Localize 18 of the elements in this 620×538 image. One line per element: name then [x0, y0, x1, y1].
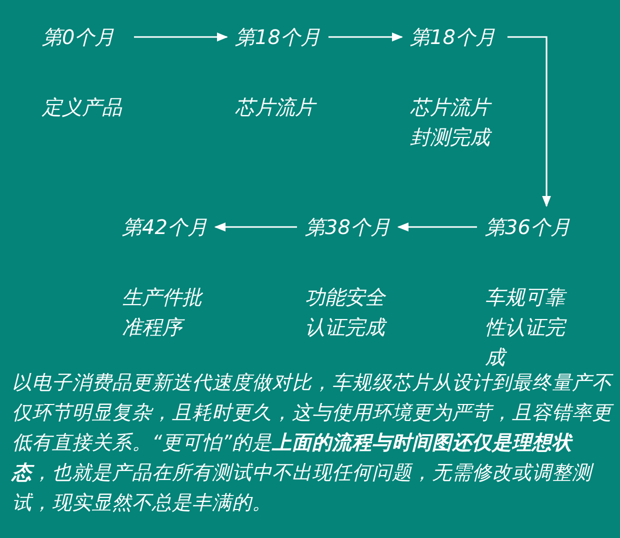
arrow — [328, 32, 404, 42]
milestone-text: 芯片流片 — [235, 94, 318, 121]
milestone-text: 芯片流片封测完成 — [410, 94, 493, 151]
month-label: 第42个月 — [122, 214, 208, 241]
month-label: 第18个月 — [410, 24, 496, 51]
milestone-text: 功能安全认证完成 — [305, 284, 388, 341]
milestone-text: 生产件批准程序 — [122, 284, 204, 341]
arrow — [214, 222, 297, 232]
milestone-text: 定义产品 — [42, 94, 123, 121]
note-paragraph: 以电子消费品更新迭代速度做对比，车规级芯片从设计到最终量产不仅环节明显复杂，且耗时更久，这与使用环境更为严苛，且容错率更低有直接关系。“更可怕”的是上面的流程与时间图还仅是理想状态，也就是产品在所有测试中不出现任何问题，无需修改或调整测试，现实显然不总是丰满的。 — [12, 370, 612, 516]
month-label: 第18个月 — [235, 24, 320, 51]
month-label: 第38个月 — [305, 214, 390, 241]
month-label: 第0个月 — [42, 24, 115, 51]
arrow — [507, 36, 551, 208]
month-label: 第36个月 — [485, 214, 570, 241]
arrow — [134, 32, 228, 42]
arrow — [397, 222, 477, 232]
milestone-text: 车规可靠性认证完成 — [485, 284, 568, 371]
